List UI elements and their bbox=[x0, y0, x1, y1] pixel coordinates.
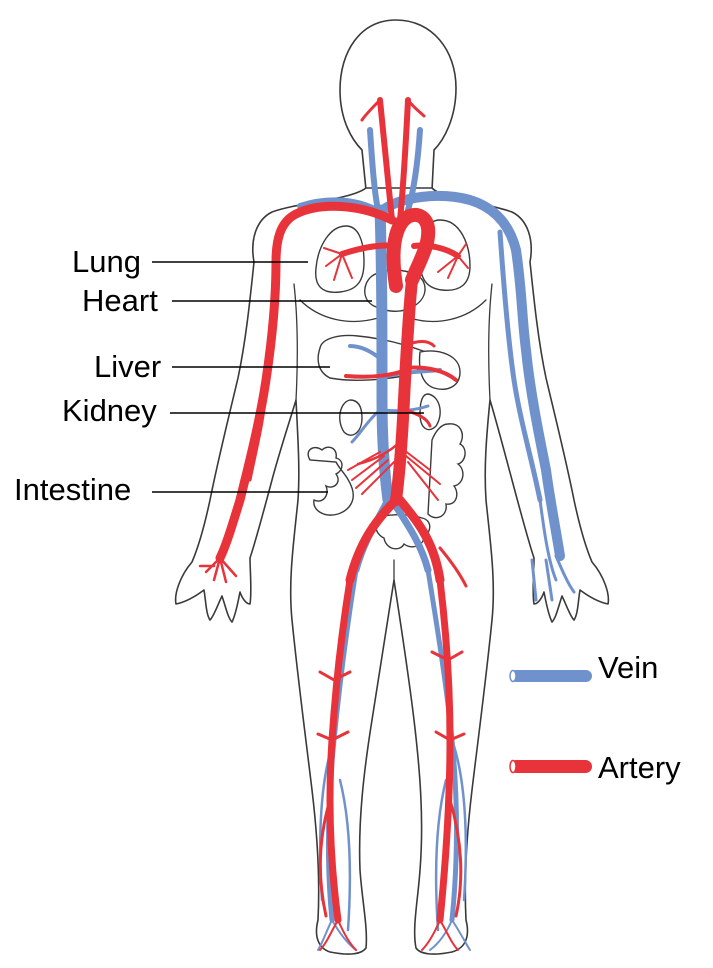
legend-artery-swatch bbox=[510, 760, 592, 773]
legend-artery-label: Artery bbox=[598, 750, 681, 785]
legend-vein-label: Vein bbox=[598, 650, 658, 685]
label-kidney: Kidney bbox=[62, 393, 157, 428]
label-intestine: Intestine bbox=[14, 472, 131, 507]
legend-vein-swatch bbox=[510, 670, 592, 682]
left-kidney bbox=[340, 400, 362, 435]
label-lung: Lung bbox=[72, 244, 141, 279]
label-heart: Heart bbox=[82, 283, 158, 318]
legend: Vein Artery bbox=[510, 650, 681, 785]
label-liver: Liver bbox=[94, 349, 161, 384]
